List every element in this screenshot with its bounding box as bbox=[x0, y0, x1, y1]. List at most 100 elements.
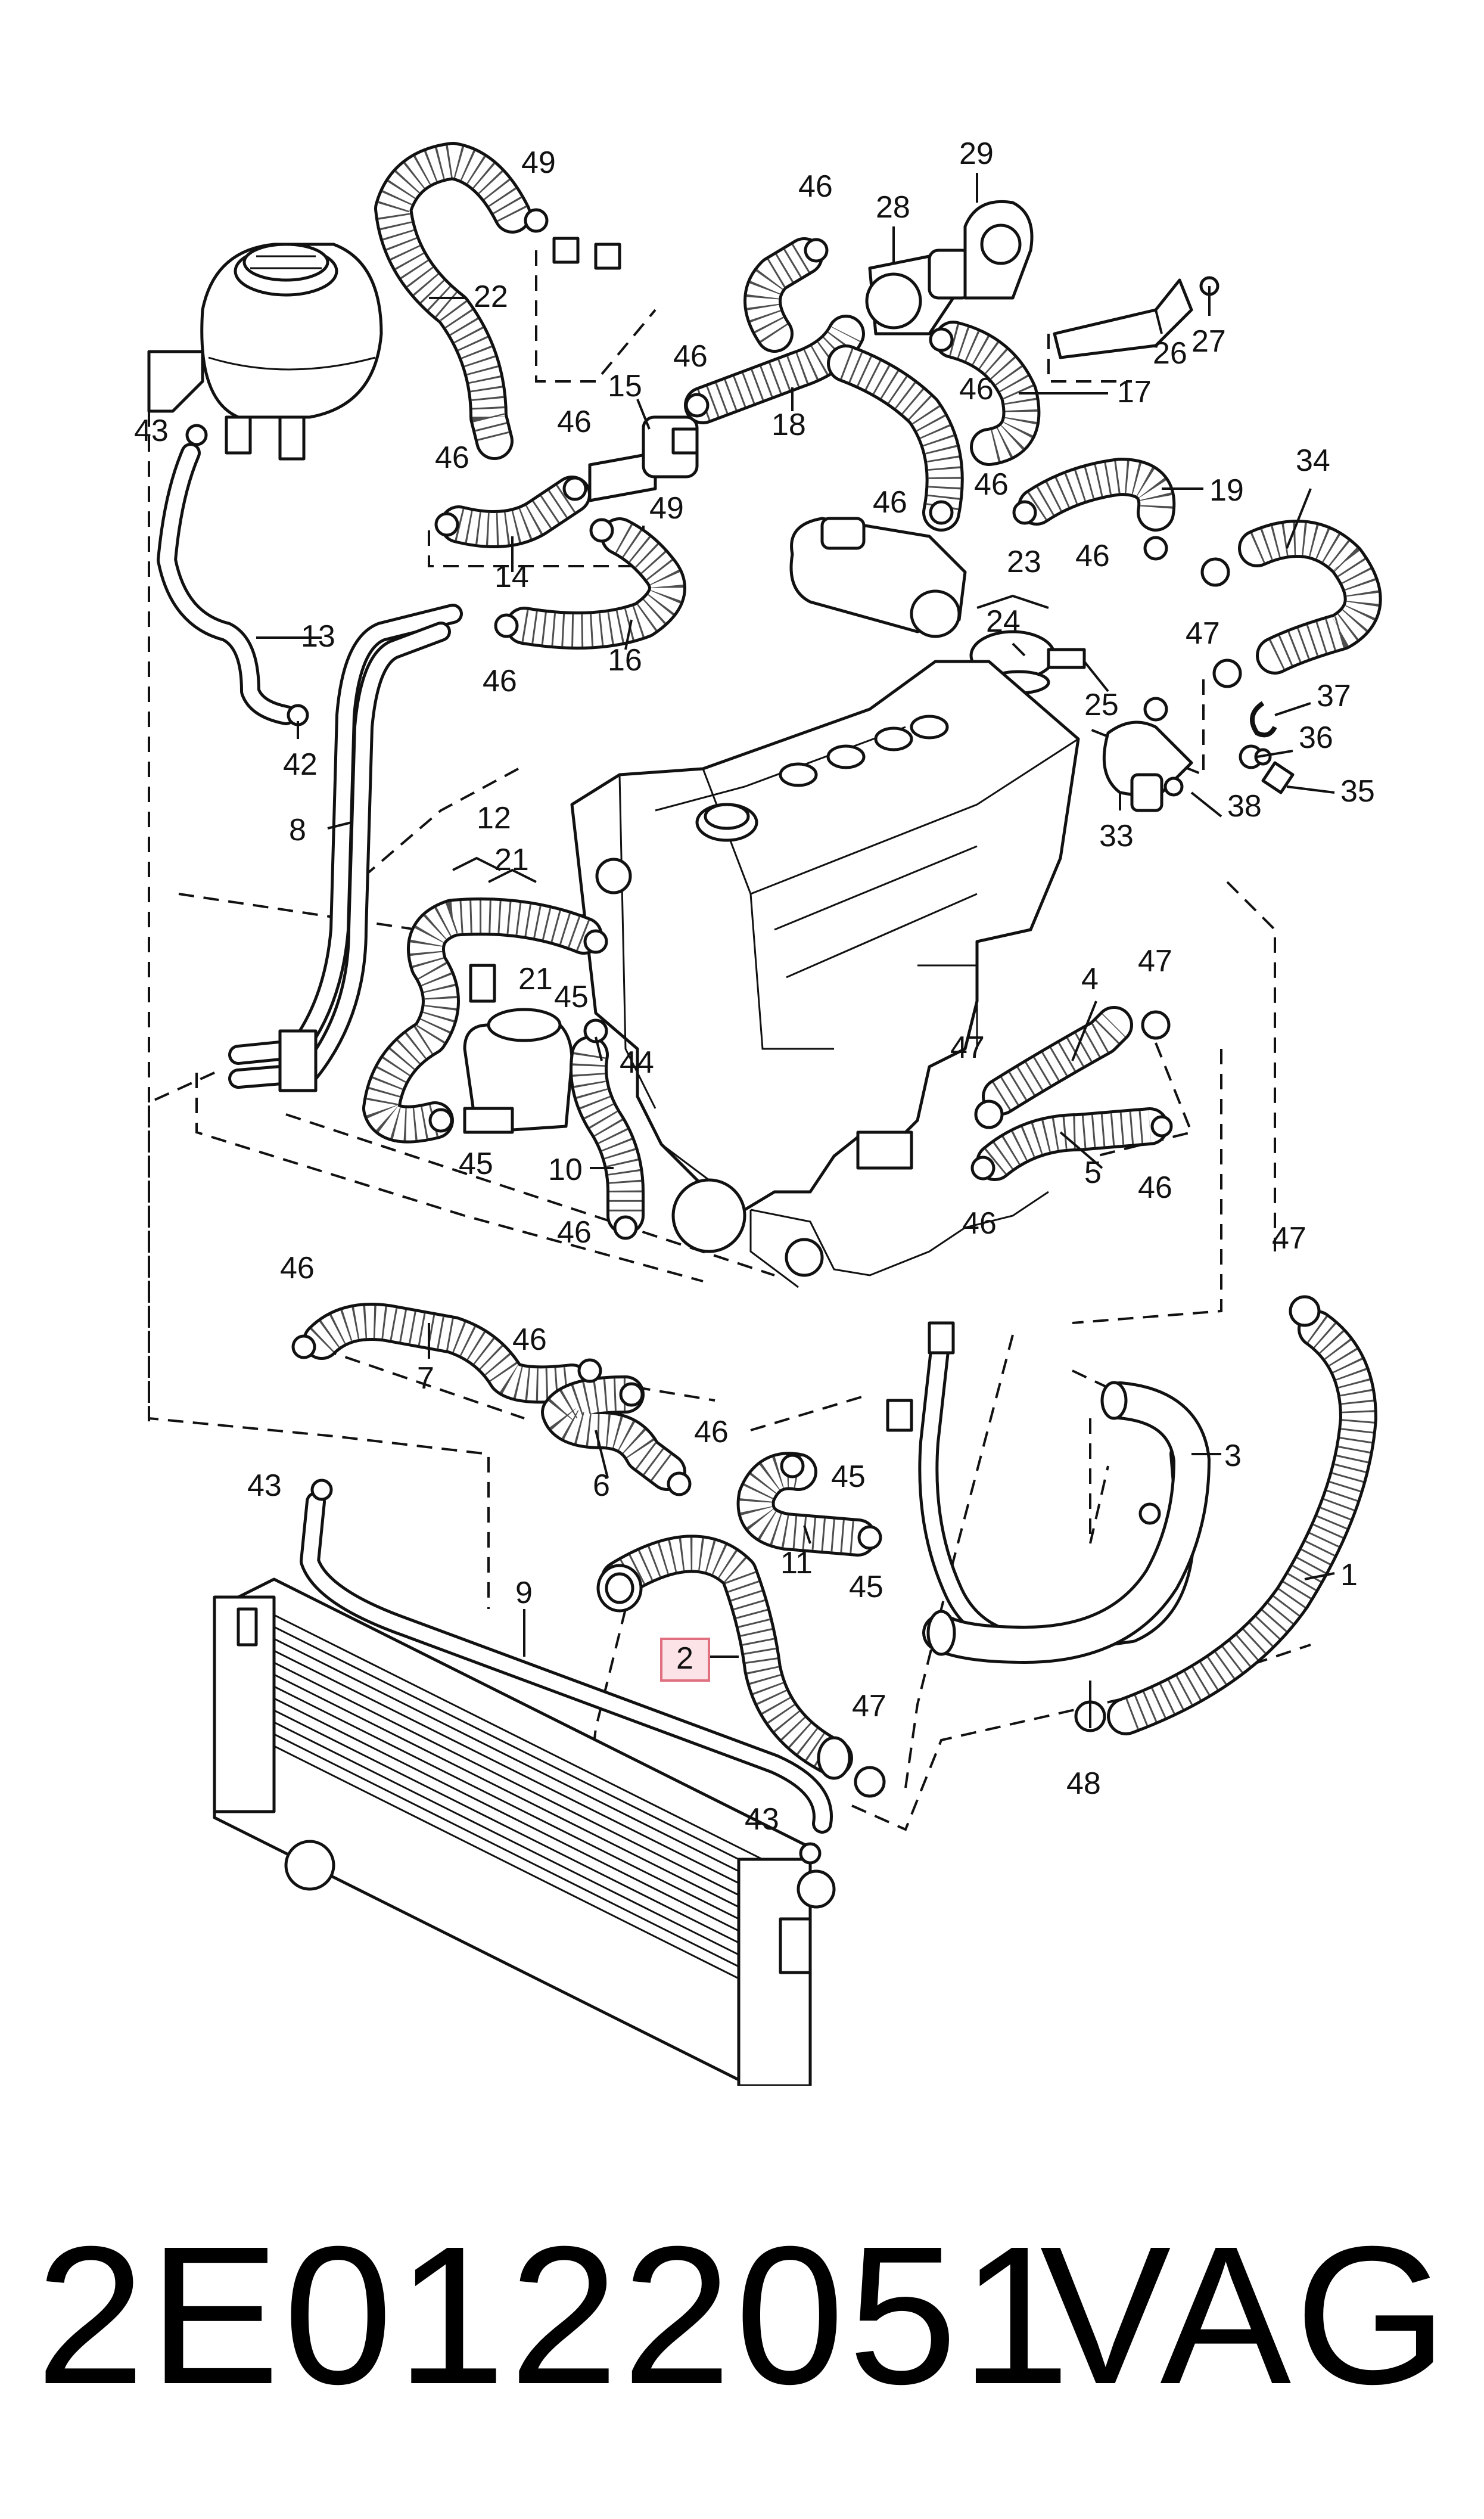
callout-46-a: 46 bbox=[798, 169, 833, 204]
callout-45-c: 45 bbox=[831, 1459, 866, 1494]
callout-1: 1 bbox=[1340, 1558, 1358, 1592]
callout-46-o: 46 bbox=[694, 1415, 729, 1449]
radiator bbox=[213, 1577, 836, 2086]
leader-lines bbox=[256, 173, 1335, 1728]
hose-22 bbox=[374, 142, 531, 460]
hose-12 bbox=[362, 897, 603, 1144]
hose-5 bbox=[976, 1107, 1169, 1181]
callout-25: 25 bbox=[1084, 688, 1119, 722]
fittings-49 bbox=[552, 237, 621, 270]
callout-48: 48 bbox=[1066, 1766, 1101, 1801]
callout-35: 35 bbox=[1340, 774, 1375, 809]
reservoir-44 bbox=[463, 1008, 574, 1134]
callout-49-a: 49 bbox=[521, 145, 556, 180]
callout-45-b: 45 bbox=[459, 1147, 493, 1181]
callout-37: 37 bbox=[1317, 679, 1351, 713]
callout-2: 2 bbox=[676, 1641, 693, 1676]
cooler-assembly bbox=[789, 517, 967, 638]
callout-43-b: 43 bbox=[247, 1468, 282, 1503]
hose-1 bbox=[1107, 1310, 1377, 1735]
pipe-13 bbox=[157, 443, 296, 725]
bracket-29 bbox=[963, 200, 1034, 300]
callout-46-b: 46 bbox=[673, 339, 708, 374]
callout-33: 33 bbox=[1099, 819, 1134, 853]
callout-44: 44 bbox=[620, 1045, 654, 1080]
callout-23: 23 bbox=[1007, 545, 1041, 579]
callout-15: 15 bbox=[608, 369, 642, 403]
callout-21-b: 21 bbox=[518, 962, 553, 996]
callout-46-g: 46 bbox=[959, 372, 994, 406]
callout-46-k: 46 bbox=[962, 1206, 997, 1241]
hose-3 bbox=[922, 1381, 1211, 1664]
hose-16 bbox=[505, 517, 686, 650]
engine-lower-outline bbox=[749, 1191, 1049, 1288]
part-number-text: 2E0122051 bbox=[36, 2205, 1074, 2425]
callout-28: 28 bbox=[876, 190, 910, 225]
hose-11 bbox=[736, 1452, 877, 1557]
callout-45-a: 45 bbox=[554, 980, 589, 1014]
callout-43-a: 43 bbox=[134, 414, 169, 448]
highlight-box-2 bbox=[660, 1638, 710, 1682]
callout-9: 9 bbox=[515, 1576, 533, 1610]
hose-18 bbox=[684, 237, 964, 532]
callout-46-f: 46 bbox=[873, 485, 907, 520]
callout-19: 19 bbox=[1209, 473, 1244, 508]
hose-6 bbox=[541, 1375, 686, 1491]
callout-7: 7 bbox=[417, 1361, 434, 1396]
hose-4 bbox=[982, 1006, 1133, 1116]
callout-34: 34 bbox=[1296, 443, 1330, 478]
callout-46-d: 46 bbox=[435, 440, 469, 475]
callout-38: 38 bbox=[1227, 789, 1262, 824]
parts-diagram: 1 2 3 4 5 6 7 8 9 10 11 12 13 14 15 16 1… bbox=[134, 136, 1382, 2086]
callout-42: 42 bbox=[283, 747, 318, 782]
callout-6: 6 bbox=[593, 1468, 610, 1503]
callout-11: 11 bbox=[780, 1546, 813, 1580]
callout-49-b: 49 bbox=[649, 491, 684, 526]
callout-22: 22 bbox=[474, 279, 508, 314]
callout-46-h: 46 bbox=[974, 467, 1009, 502]
hose-10 bbox=[570, 1036, 645, 1235]
callout-18: 18 bbox=[771, 408, 806, 442]
hose-19 bbox=[1018, 458, 1176, 532]
callout-27: 27 bbox=[1191, 324, 1226, 359]
callout-21-a: 21 bbox=[494, 843, 529, 877]
callout-8: 8 bbox=[289, 813, 306, 847]
callout-47-d: 47 bbox=[1272, 1221, 1306, 1256]
hose-14 bbox=[440, 476, 591, 548]
callout-46-m: 46 bbox=[280, 1251, 315, 1285]
callout-29: 29 bbox=[959, 136, 994, 171]
callout-labels: 1 2 3 4 5 6 7 8 9 10 11 12 13 14 15 16 1… bbox=[134, 136, 1375, 1837]
callout-24: 24 bbox=[986, 604, 1021, 639]
callout-17: 17 bbox=[1117, 375, 1152, 409]
callout-46-e: 46 bbox=[483, 664, 517, 698]
callout-14: 14 bbox=[494, 560, 529, 594]
hose-7 bbox=[303, 1303, 591, 1404]
callout-43-c: 43 bbox=[745, 1802, 779, 1837]
callout-47-e: 47 bbox=[852, 1689, 886, 1723]
callout-46-n: 46 bbox=[512, 1322, 547, 1357]
callout-5: 5 bbox=[1084, 1156, 1102, 1190]
hose-2 bbox=[596, 1535, 853, 1780]
circlip-37 bbox=[1250, 701, 1277, 738]
callout-46-c: 46 bbox=[557, 405, 592, 439]
engine-block bbox=[570, 660, 1080, 1277]
hose-17 bbox=[934, 321, 1041, 466]
callout-46-j: 46 bbox=[557, 1215, 592, 1250]
pipe-8 bbox=[228, 604, 463, 1092]
bracket-21 bbox=[469, 964, 496, 1003]
hose-34 bbox=[1238, 520, 1382, 675]
callout-47-a: 47 bbox=[1186, 616, 1220, 651]
pump-28 bbox=[865, 249, 973, 336]
t-piece-15 bbox=[588, 415, 699, 502]
callout-26: 26 bbox=[1153, 336, 1187, 371]
callout-45-d: 45 bbox=[849, 1570, 883, 1604]
callout-4: 4 bbox=[1081, 962, 1099, 996]
callout-46-i: 46 bbox=[1075, 539, 1110, 573]
callout-10: 10 bbox=[548, 1153, 583, 1187]
brand-text: VAG bbox=[1040, 2205, 1451, 2425]
callout-13: 13 bbox=[301, 619, 335, 654]
pipe-9 bbox=[300, 1492, 833, 1834]
callout-47-c: 47 bbox=[1138, 944, 1172, 979]
callout-12: 12 bbox=[477, 801, 511, 835]
callout-36: 36 bbox=[1299, 720, 1333, 755]
